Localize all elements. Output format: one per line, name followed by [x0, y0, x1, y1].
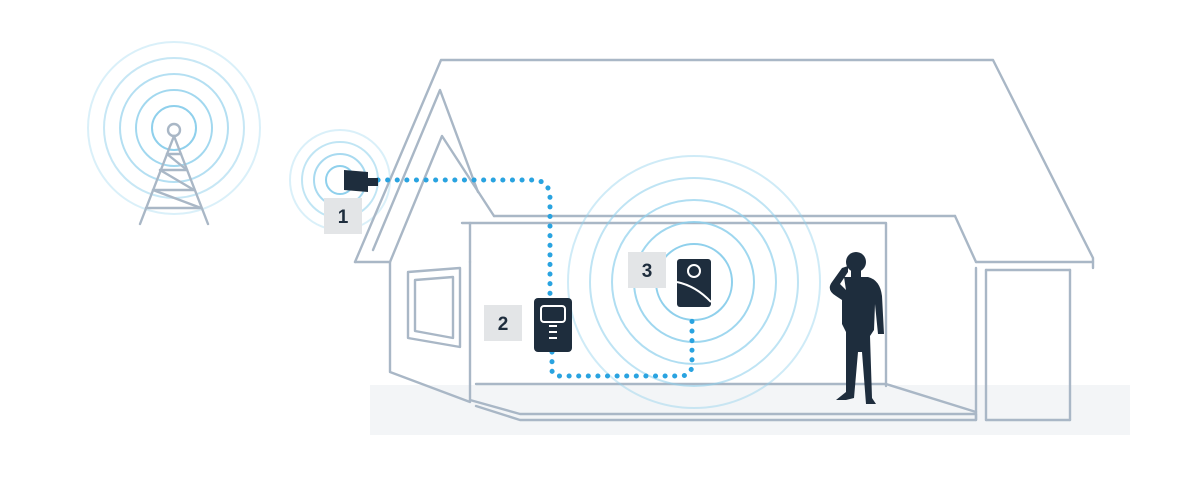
- label-2-text: 2: [498, 314, 509, 335]
- house-outline: [353, 58, 1095, 422]
- inside-antenna-icon: [676, 259, 712, 307]
- signal-ring: [135, 89, 213, 167]
- signal-ring: [611, 199, 777, 365]
- label-3-text: 3: [642, 261, 653, 282]
- person-on-phone-icon: [829, 252, 884, 404]
- cell-tower-icon: [138, 122, 210, 226]
- signal-ring: [589, 177, 799, 387]
- amplifier-icon: [534, 298, 572, 352]
- label-1-text: 1: [338, 207, 349, 228]
- signal-ring: [151, 105, 197, 151]
- floor-shadow: [370, 385, 1130, 435]
- label-inside-antenna: 3: [628, 252, 666, 288]
- signal-ring: [119, 73, 229, 183]
- tower-signal-rings: [87, 41, 261, 215]
- coax-cable: [375, 177, 695, 379]
- label-amplifier: 2: [484, 305, 522, 341]
- signal-ring: [567, 155, 821, 409]
- label-outside-antenna: 1: [324, 198, 362, 234]
- outside-antenna-icon: [344, 170, 378, 192]
- signal-ring: [87, 41, 261, 215]
